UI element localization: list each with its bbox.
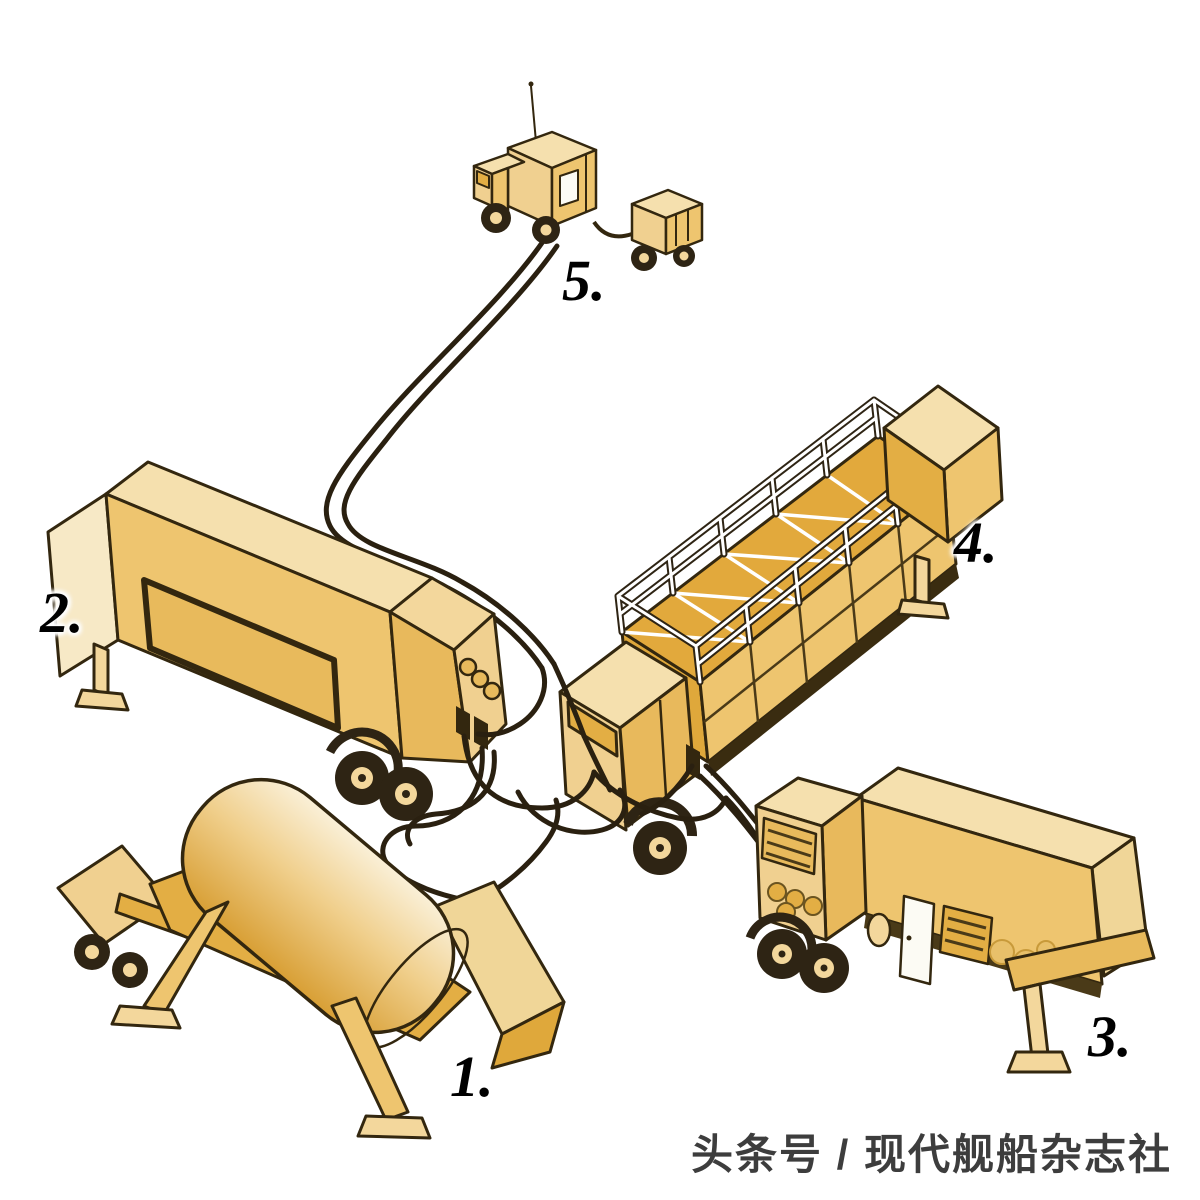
label-component-1: 1.: [450, 1044, 494, 1109]
command-truck-5: [472, 81, 598, 244]
antenna-trailer-1: [56, 777, 566, 1140]
label-component-2: 2.: [40, 580, 84, 645]
side-panel-grid: [703, 523, 953, 723]
end-cabinet: [882, 384, 1004, 620]
launcher-trailer-4: [558, 384, 1004, 875]
tow-bar: [592, 220, 633, 239]
truck-cab: [745, 776, 868, 993]
label-component-4: 4.: [954, 510, 998, 575]
trailer-cab: [558, 640, 700, 875]
label-component-5: 5.: [562, 248, 606, 313]
label-component-3: 3.: [1088, 1004, 1132, 1069]
support-truck-3: [745, 766, 1156, 1074]
watermark-text: 头条号 / 现代舰船杂志社: [690, 1131, 1172, 1178]
generator-trailer-5: [592, 188, 704, 271]
antenna-mast: [530, 85, 537, 143]
equipment-van-2: [46, 460, 508, 821]
